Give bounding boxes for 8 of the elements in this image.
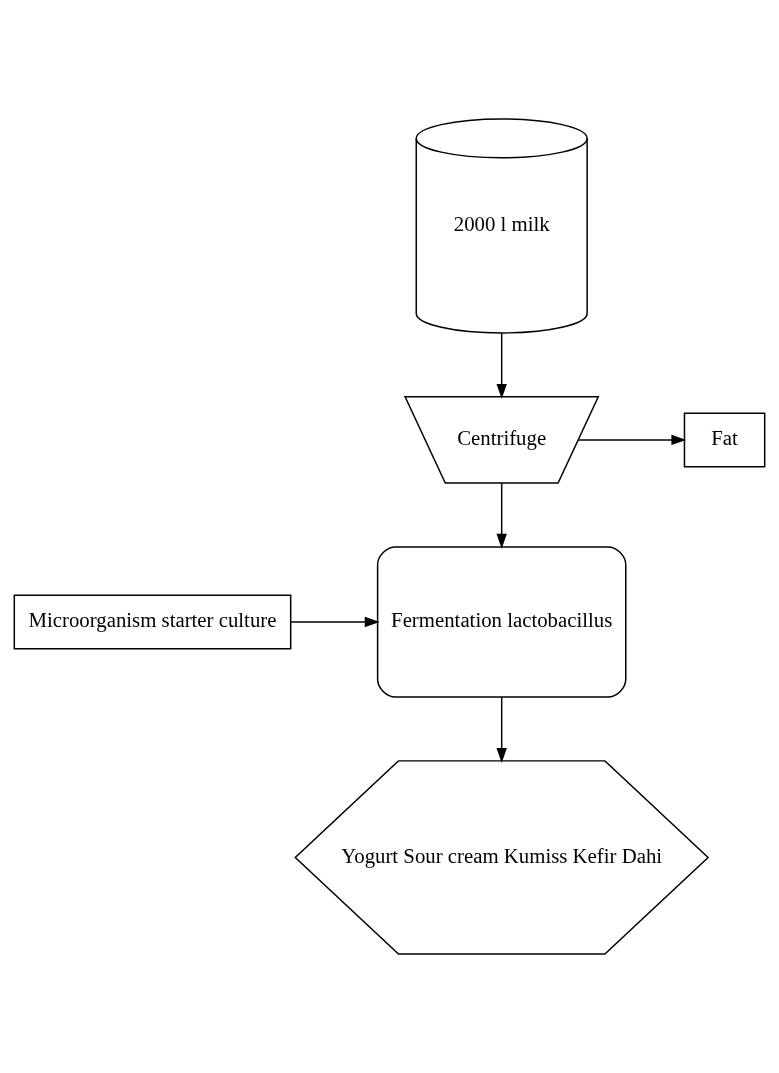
node-box: Microorganism starter culture [13,594,292,650]
arrow [496,696,507,763]
arrow [496,482,507,549]
node-box: Fermentation lactobacillus [376,546,627,698]
arrow [290,616,380,628]
node-box: Fat [683,412,766,468]
arrow [577,434,687,446]
arrow [496,332,507,399]
